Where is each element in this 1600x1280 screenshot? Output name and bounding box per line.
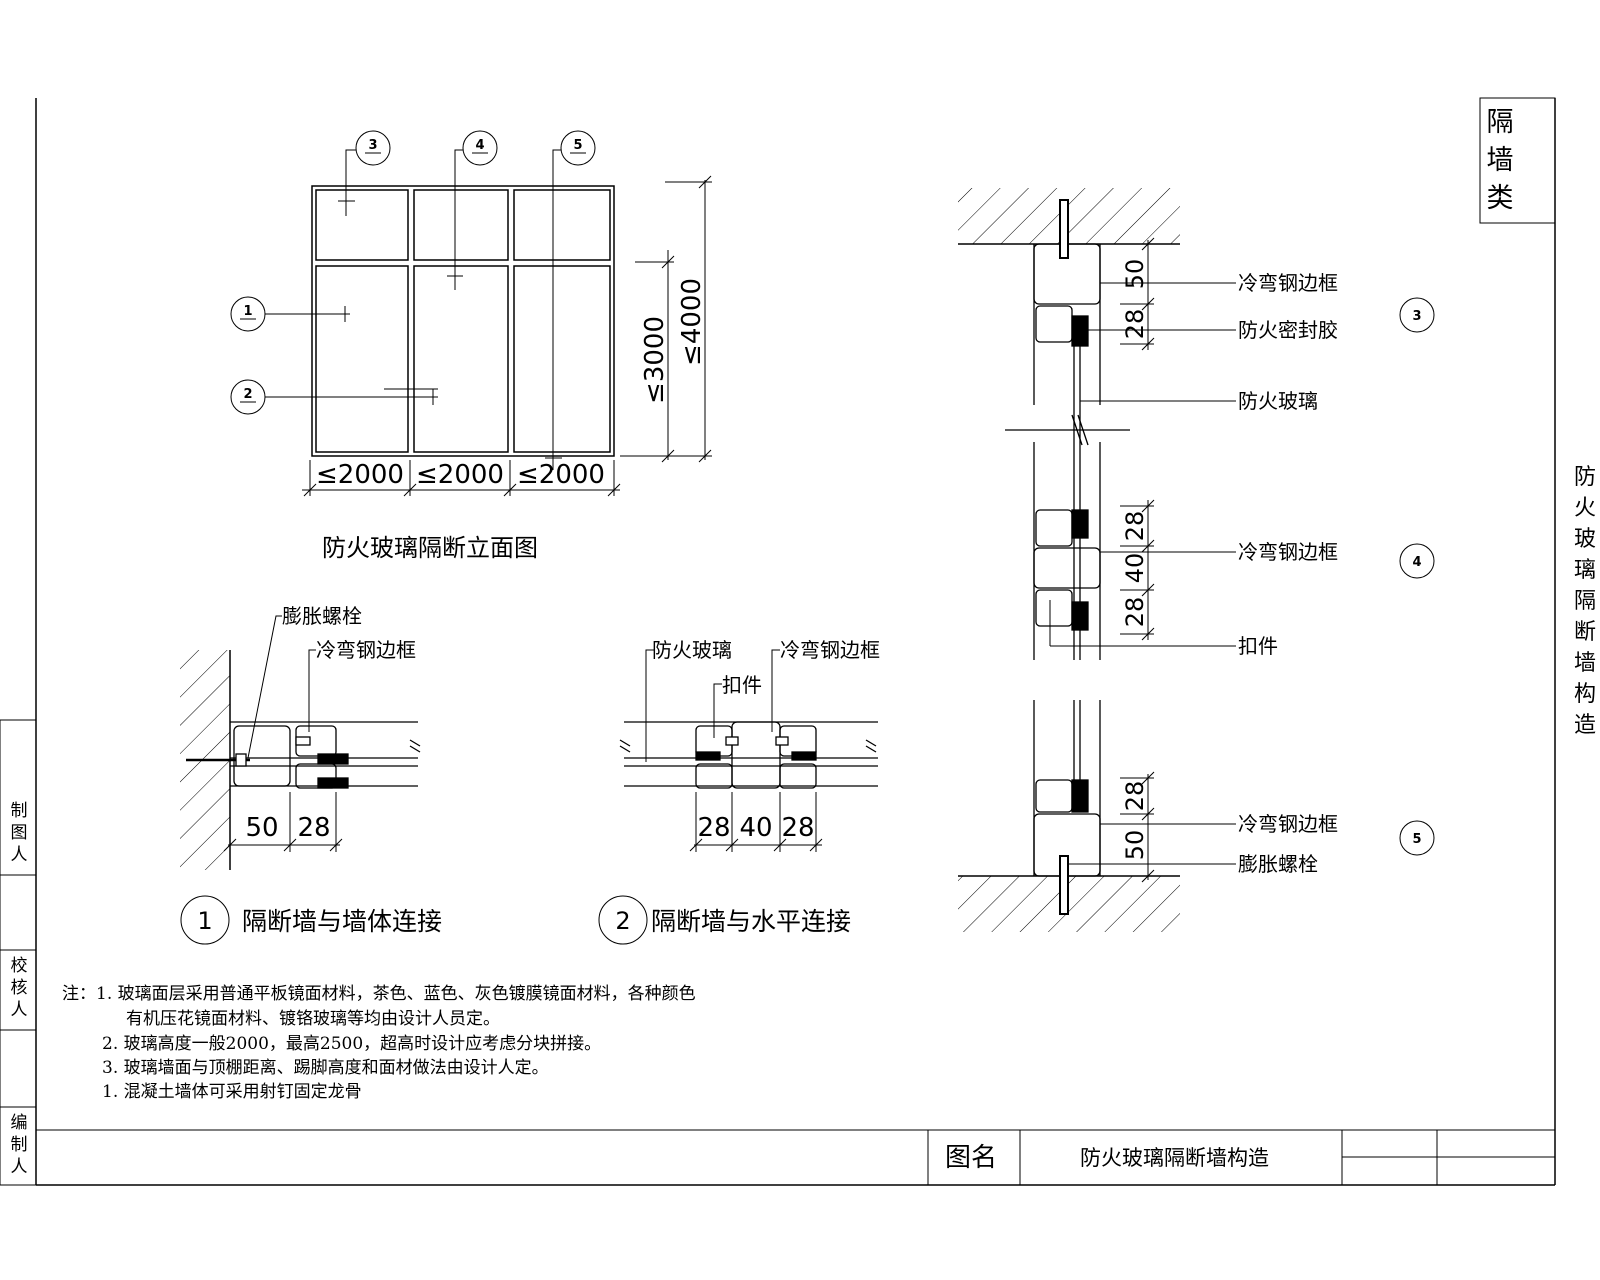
- title-block-name-label: 图名: [945, 1143, 997, 1173]
- detail2-number: 2: [615, 907, 630, 935]
- elevation-width-1: ≤2000: [316, 460, 404, 490]
- detail1-number-circle: [180, 895, 230, 945]
- sheet-frame: [0, 98, 1556, 1186]
- elevation-dimensions: [302, 175, 712, 497]
- detail2-frame: [619, 721, 878, 789]
- elevation-frame: [311, 185, 615, 457]
- notes-line-3: 2. 玻璃高度一般2000，最高2500，超高时设计应考虑分块拼接。: [102, 1034, 602, 1054]
- detail2-number-circle: [598, 895, 648, 945]
- section-dimensions: [1120, 237, 1155, 883]
- elevation-title: 防火玻璃隔断立面图: [322, 534, 538, 562]
- notes-line-1: 注：1. 玻璃面层采用普通平板镜面材料，茶色、蓝色、灰色镀膜镜面材料，各种颜色: [62, 983, 696, 1005]
- detail2-label-glass: 防火玻璃: [652, 638, 732, 662]
- section-callout-4: 4: [1412, 555, 1421, 570]
- section-label-glass: 防火玻璃: [1238, 389, 1318, 413]
- detail1-dim-28: 28: [297, 813, 330, 843]
- detail2-dim-40: 40: [739, 813, 772, 843]
- notes-line-4: 3. 玻璃墙面与顶棚距离、踢脚高度和面材做法由设计人定。: [102, 1058, 549, 1078]
- section-dim-mid-28b: 28: [1121, 597, 1149, 628]
- elevation-width-3: ≤2000: [517, 460, 605, 490]
- detail2-title: 隔断墙与水平连接: [651, 907, 851, 936]
- detail2-dim-28b: 28: [781, 813, 814, 843]
- title-block-name-value: 防火玻璃隔断墙构造: [1080, 1146, 1269, 1170]
- notes-text-1: 1. 玻璃面层采用普通平板镜面材料，茶色、蓝色、灰色镀膜镜面材料，各种颜色: [96, 984, 696, 1004]
- detail1-number: 1: [197, 907, 212, 935]
- section-label-clip: 扣件: [1238, 634, 1278, 658]
- detail2-dim-28a: 28: [697, 813, 730, 843]
- section-dim-bottom-28: 28: [1121, 781, 1149, 812]
- elevation-width-2: ≤2000: [416, 460, 504, 490]
- elevation-leaders: [264, 149, 562, 470]
- section-dim-mid-40: 40: [1121, 553, 1149, 584]
- category-tag: 隔墙类: [1486, 107, 1514, 214]
- detail1-label-bolt: 膨胀螺栓: [282, 604, 362, 628]
- elevation-callouts: [230, 130, 596, 415]
- section-label-frame-bottom: 冷弯钢边框: [1238, 812, 1338, 836]
- elevation-callout-1: 1: [243, 304, 252, 319]
- elevation-height-inner: ≤3000: [640, 316, 670, 404]
- section-callout-5: 5: [1412, 832, 1421, 847]
- section-frame: [1005, 199, 1130, 915]
- elevation-callout-2: 2: [243, 387, 252, 402]
- section-dim-top-28: 28: [1121, 309, 1149, 340]
- detail1-label-frame: 冷弯钢边框: [316, 638, 416, 662]
- role-compiler: 编制人: [10, 1113, 28, 1177]
- section-label-frame-top: 冷弯钢边框: [1238, 271, 1338, 295]
- section-label-sealant: 防火密封胶: [1238, 318, 1338, 342]
- section-leaders: [1049, 282, 1236, 865]
- elevation-callout-3: 3: [368, 138, 377, 153]
- notes-line-2: 有机压花镜面材料、镀铬玻璃等均由设计人员定。: [126, 1009, 500, 1029]
- side-title: 防火玻璃隔断墙构造: [1573, 465, 1596, 738]
- detail2-leaders: [645, 649, 780, 762]
- detail2-dimensions: [689, 792, 823, 852]
- section-dim-top-50: 50: [1121, 259, 1149, 290]
- detail1-title: 隔断墙与墙体连接: [242, 907, 442, 936]
- section-dim-mid-28a: 28: [1121, 511, 1149, 542]
- section-callouts: [1399, 297, 1435, 856]
- role-checker: 校核人: [10, 956, 28, 1020]
- notes-line-5: 1. 混凝土墙体可采用射钉固定龙骨: [102, 1082, 362, 1102]
- section-dim-bottom-50: 50: [1121, 830, 1149, 861]
- notes-prefix: 注：: [62, 984, 96, 1004]
- section-label-frame-mid: 冷弯钢边框: [1238, 540, 1338, 564]
- title-block: [36, 97, 1556, 1185]
- detail1-dimensions: [223, 792, 343, 852]
- section-callout-3: 3: [1412, 309, 1421, 324]
- elevation-callout-5: 5: [573, 138, 582, 153]
- elevation-height-outer: ≤4000: [677, 278, 707, 366]
- detail2-label-frame: 冷弯钢边框: [780, 638, 880, 662]
- detail1-leaders: [247, 615, 316, 759]
- role-drafter: 制图人: [10, 801, 28, 865]
- elevation-callout-4: 4: [475, 138, 484, 153]
- detail2-label-clip: 扣件: [722, 673, 762, 697]
- detail1-dim-50: 50: [245, 813, 278, 843]
- section-label-bolt: 膨胀螺栓: [1238, 852, 1318, 876]
- detail1-frame: [186, 721, 421, 789]
